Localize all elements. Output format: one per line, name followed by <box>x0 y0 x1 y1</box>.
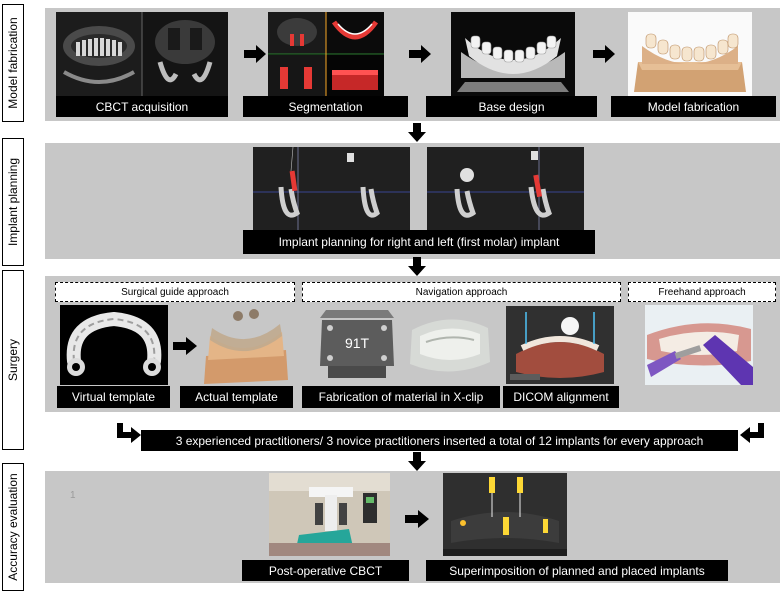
arrow-down-icon <box>408 452 426 471</box>
page-number: 1 <box>70 490 76 501</box>
printed-model-image <box>628 12 752 97</box>
approach-freehand: Freehand approach <box>628 282 776 302</box>
caption-base-design: Base design <box>426 96 597 117</box>
arrow-right-icon <box>244 45 266 63</box>
caption-model-fabrication: Model fabrication <box>611 96 776 117</box>
post-operative-cbct-image <box>269 473 390 556</box>
actual-template-image <box>200 306 292 386</box>
cbct-scan-image <box>56 12 228 97</box>
virtual-template-image <box>60 305 168 385</box>
x-clip-label: 91T <box>345 335 370 351</box>
section-label-model-fabrication: Model fabrication <box>2 4 24 122</box>
arrow-bent-right-icon <box>117 423 141 443</box>
caption-fabrication-x-clip: Fabrication of material in X-clip <box>302 386 500 408</box>
arrow-down-icon <box>408 123 426 142</box>
section-label-accuracy-evaluation: Accuracy evaluation <box>2 463 24 591</box>
arrow-right-icon <box>409 45 431 63</box>
caption-superimposition: Superimposition of planned and placed im… <box>426 560 728 581</box>
approach-surgical-guide: Surgical guide approach <box>55 282 295 302</box>
base-design-image <box>451 12 575 97</box>
summary-bar: 3 experienced practitioners/ 3 novice pr… <box>141 430 738 451</box>
section-label-surgery: Surgery <box>2 270 24 450</box>
clip-material-image <box>406 306 494 384</box>
x-clip-image: 91T <box>312 306 402 384</box>
caption-cbct-acquisition: CBCT acquisition <box>56 96 228 117</box>
arrow-bent-left-icon <box>740 423 764 443</box>
caption-actual-template: Actual template <box>180 386 293 408</box>
caption-virtual-template: Virtual template <box>57 386 170 408</box>
arrow-right-icon <box>593 45 615 63</box>
approach-navigation: Navigation approach <box>302 282 621 302</box>
arrow-right-icon <box>405 510 429 528</box>
dicom-alignment-image <box>506 306 614 384</box>
caption-segmentation: Segmentation <box>243 96 408 117</box>
planning-ct-left-image <box>427 147 584 230</box>
arrow-right-icon <box>173 337 197 355</box>
caption-post-operative-cbct: Post-operative CBCT <box>242 560 409 581</box>
caption-dicom-alignment: DICOM alignment <box>503 386 619 408</box>
arrow-down-icon <box>408 257 426 276</box>
caption-implant-planning: Implant planning for right and left (fir… <box>243 230 595 254</box>
segmentation-image <box>268 12 384 97</box>
section-label-implant-planning: Implant planning <box>2 138 24 266</box>
superimposition-image <box>443 473 567 556</box>
freehand-surgery-image <box>645 305 753 385</box>
planning-ct-right-image <box>253 147 410 230</box>
